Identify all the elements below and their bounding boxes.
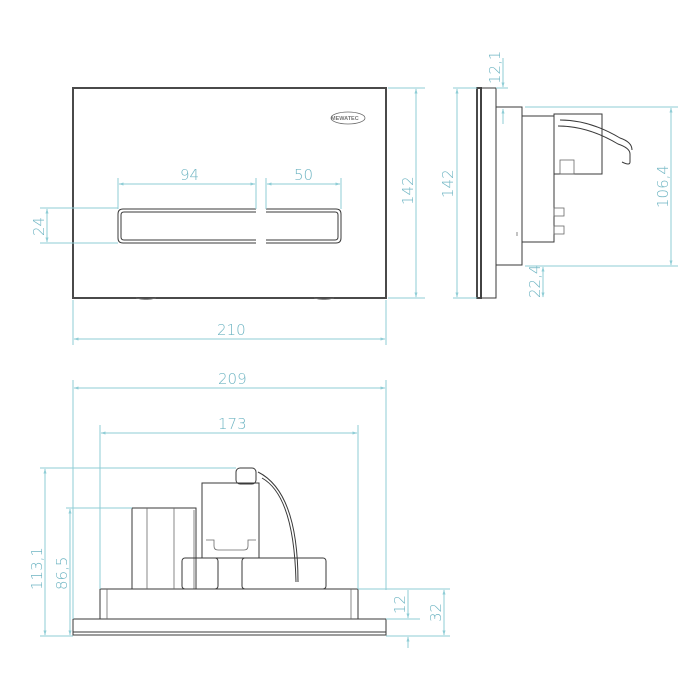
left-button: [117, 208, 256, 244]
connector: [235, 467, 257, 485]
side-box: [131, 507, 197, 590]
right-button: [266, 208, 342, 244]
dim-right-button-width: 50: [294, 166, 313, 184]
dim-bottom-offset: 22,4: [526, 265, 544, 298]
dim-left-button-width: 94: [180, 166, 199, 184]
flush-plate-outline: [72, 87, 387, 299]
dim-box-height-top: 86,5: [53, 557, 71, 590]
dim-total-depth: 32: [427, 603, 445, 622]
dim-box-height: 106,4: [654, 165, 672, 208]
dim-button-height: 24: [30, 217, 48, 236]
dim-outer-width: 209: [218, 370, 247, 388]
top-view: 209 173 113,1 86,5 12 32: [28, 370, 450, 648]
dim-plate-height: 142: [399, 176, 417, 205]
dim-side-height: 142: [439, 169, 457, 198]
frame: [99, 588, 359, 620]
dim-top-offset: 12,1: [486, 51, 504, 84]
svg-text:MEWATEC: MEWATEC: [331, 116, 359, 122]
dim-frame-depth: 12: [391, 595, 409, 614]
dim-total-height: 113,1: [28, 547, 46, 590]
dim-plate-width: 210: [217, 321, 246, 339]
front-view: MEWATEC 94 50 24 142 210: [30, 87, 425, 345]
hose: [257, 471, 299, 583]
valve-box: [201, 482, 260, 559]
dim-inner-width: 173: [218, 415, 247, 433]
brand-logo: MEWATEC: [330, 111, 366, 125]
side-view: 142 12,1 106,4 22,4: [439, 51, 678, 299]
top-plate: [72, 618, 387, 636]
side-plate: [476, 87, 482, 299]
cable: [557, 125, 631, 165]
